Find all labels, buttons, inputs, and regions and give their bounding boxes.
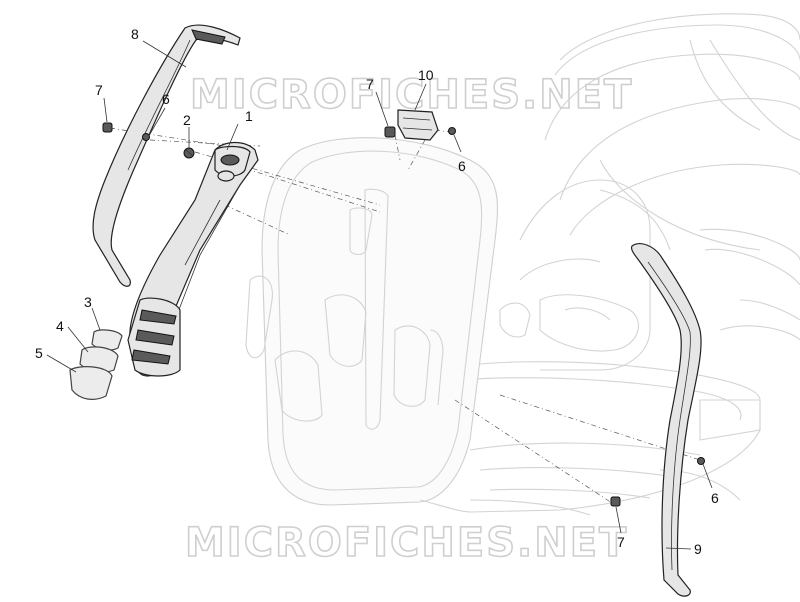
horn-grille [127, 297, 181, 377]
part-7-clip-left [102, 122, 113, 133]
part-10-bracket [397, 109, 439, 141]
callout-6-top: 6 [458, 158, 466, 174]
part-8-left-trim [92, 24, 241, 287]
callout-6-left: 6 [162, 91, 170, 107]
watermark-bottom: MICROFICHES.NET [185, 520, 628, 566]
callout-2: 2 [183, 112, 191, 128]
part-7-clip-bottom [610, 496, 621, 507]
callouts: 1 2 3 4 5 6 6 6 7 7 7 8 9 10 [35, 26, 719, 557]
part-6-screw-left [142, 133, 150, 141]
part-5-emblem [69, 366, 113, 400]
callout-7-top: 7 [366, 76, 374, 92]
callout-8: 8 [131, 26, 139, 42]
callout-3: 3 [84, 294, 92, 310]
callout-10: 10 [418, 67, 434, 83]
callout-9: 9 [694, 541, 702, 557]
callout-5: 5 [35, 345, 43, 361]
part-7-clip-top [384, 126, 396, 138]
callout-7-bottom: 7 [617, 534, 625, 550]
front-shield-outline [245, 137, 499, 513]
callout-7-left: 7 [95, 82, 103, 98]
callout-4: 4 [56, 318, 64, 334]
part-6-screw-top [448, 127, 456, 135]
part-9-right-trim [630, 243, 702, 597]
callout-6-bottom: 6 [711, 490, 719, 506]
callout-leaders [46, 40, 713, 550]
part-2-screw [183, 147, 195, 159]
callout-1: 1 [245, 108, 253, 124]
part-6-screw-bottom [697, 457, 705, 465]
